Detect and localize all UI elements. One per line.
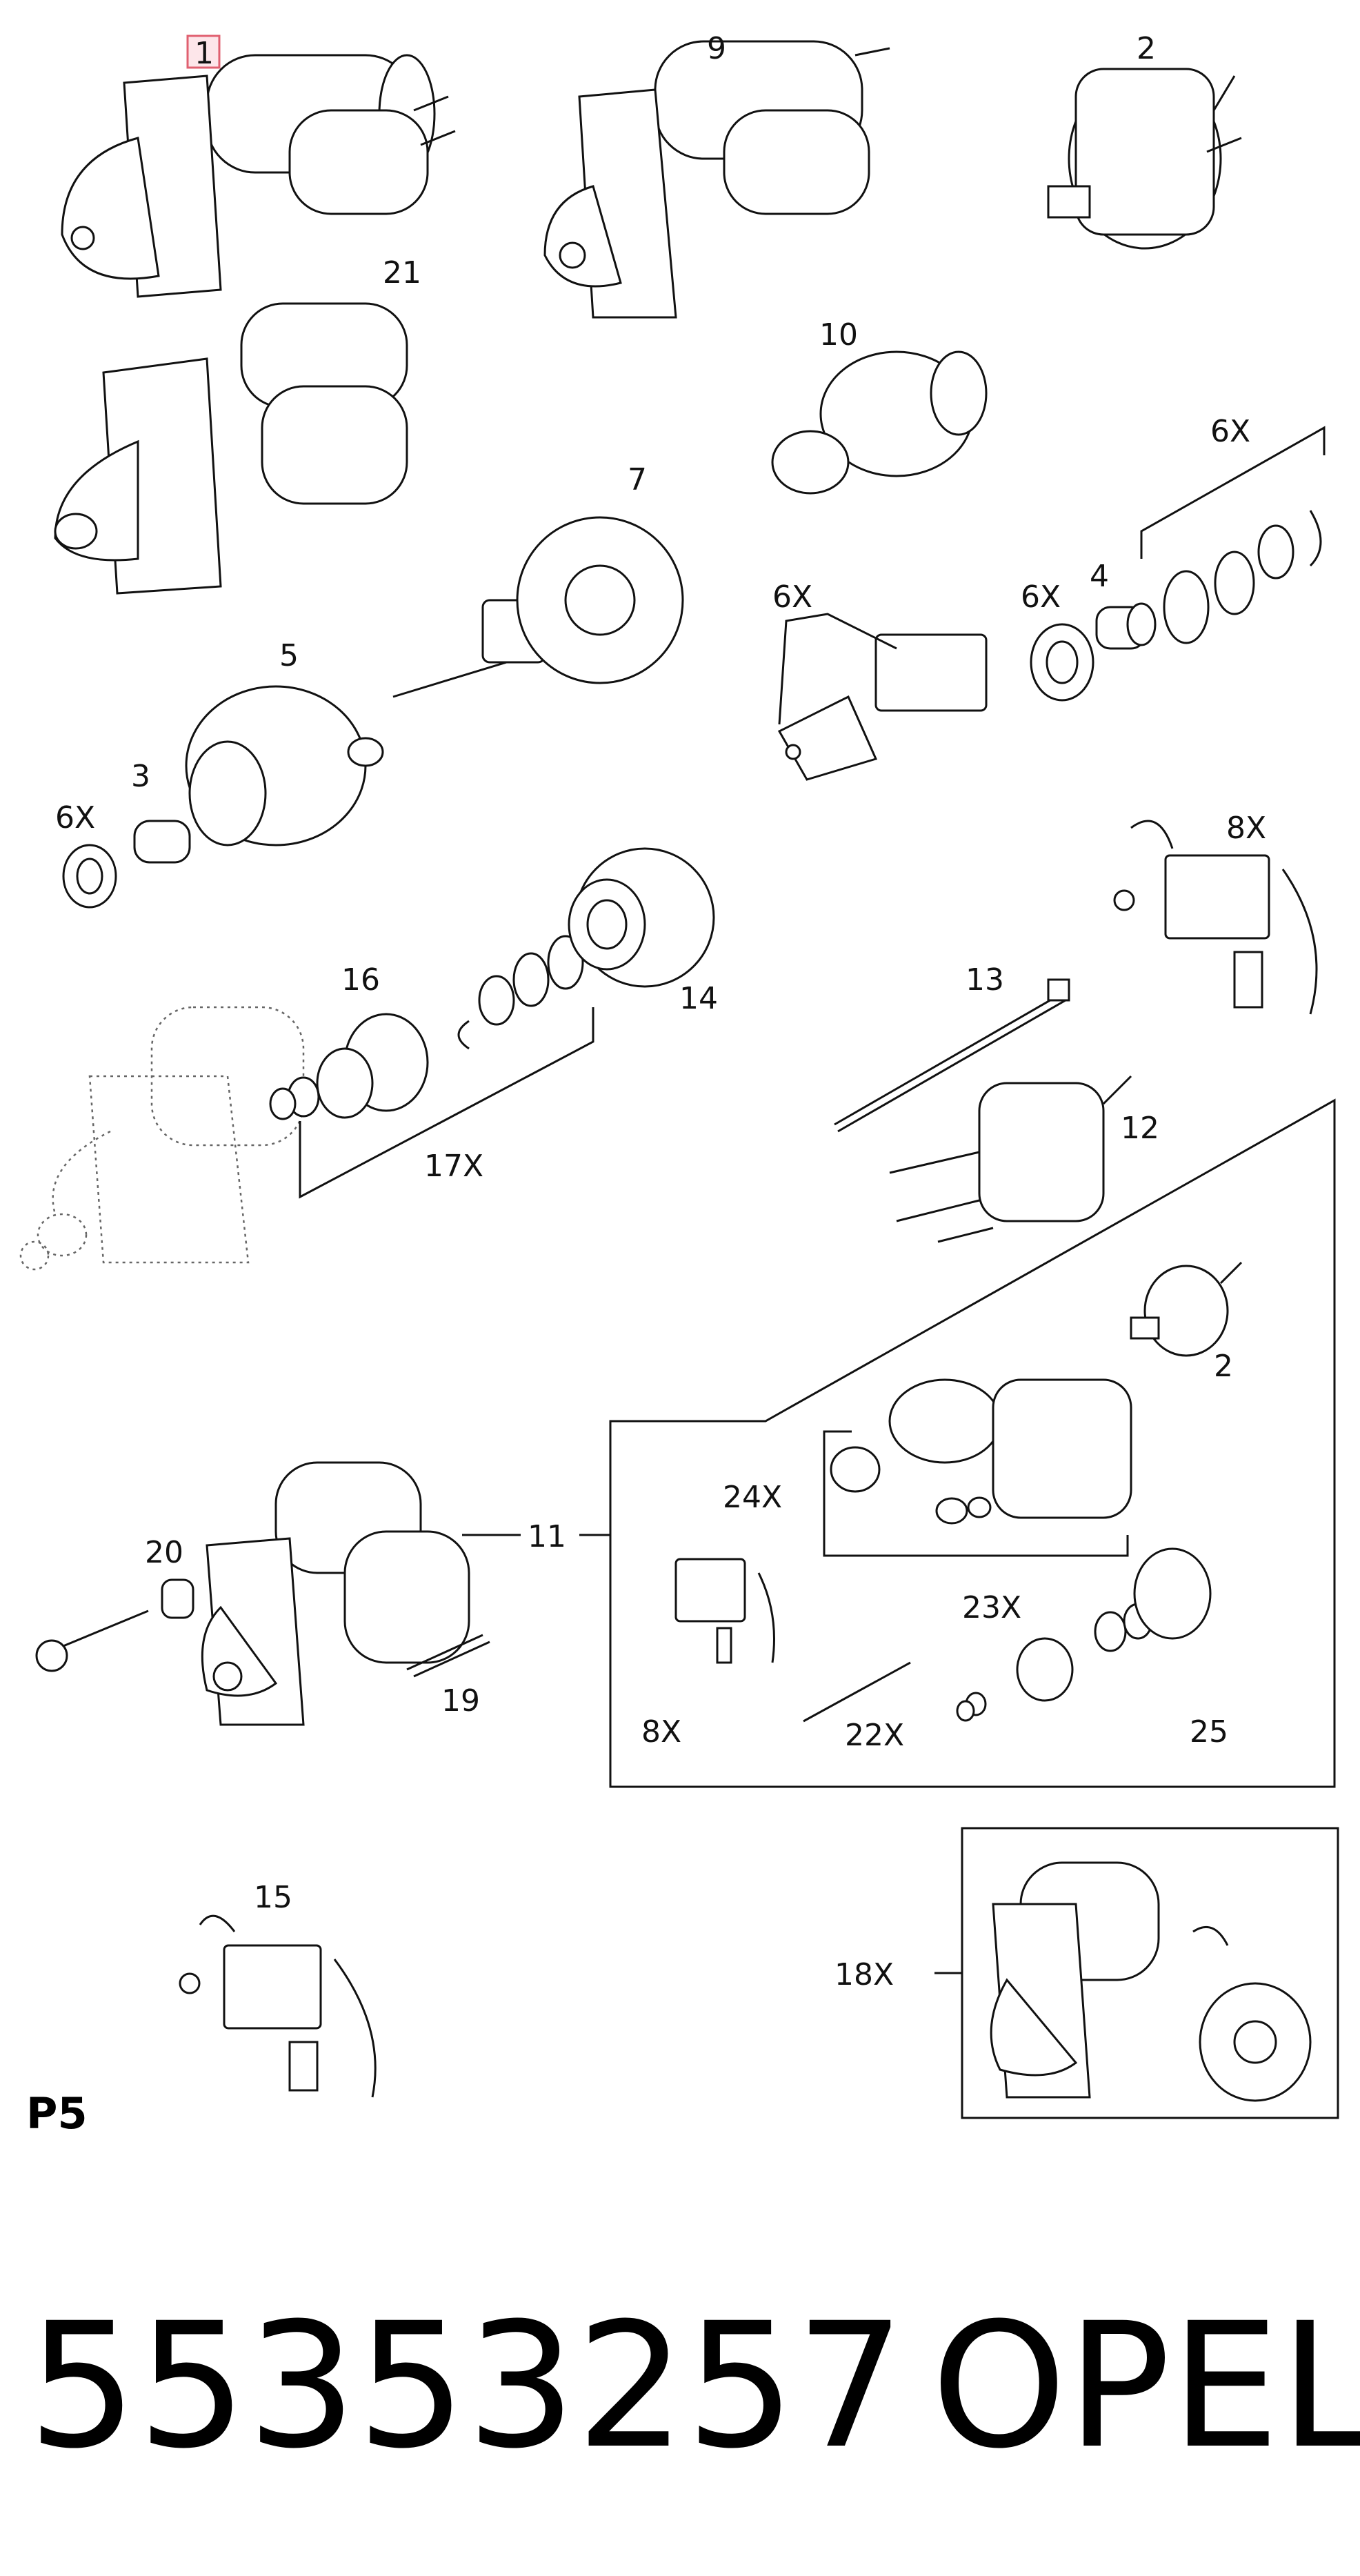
part-7-armature[interactable] [392,516,684,698]
part-6x-brush[interactable] [777,633,988,781]
callout-2b: 2 [1214,1349,1233,1384]
callout-8x-a: 8X [1226,811,1266,846]
callout-21: 21 [383,255,421,290]
part-6x-ring-b[interactable] [1030,623,1094,702]
part-9-starter[interactable] [543,40,890,319]
part-3-bushing[interactable] [133,820,191,864]
brand-name: OPEL [931,2286,1360,2486]
part-20-bolt[interactable] [35,1578,194,1672]
callout-17x: 17X [424,1149,483,1184]
callout-18x: 18X [834,1957,894,1992]
part-8x-brush-holder-b[interactable] [674,1558,775,1664]
callout-19: 19 [441,1683,480,1718]
callout-24x: 24X [723,1480,782,1515]
part-16-pinion[interactable] [269,1013,429,1120]
callout-22x: 22X [845,1718,904,1753]
callout-9: 9 [707,31,726,66]
callout-23x: 23X [962,1590,1021,1625]
callout-7: 7 [628,462,647,497]
callout-15: 15 [254,1880,292,1915]
callout-1: 1 [194,36,214,71]
callout-11: 11 [528,1519,566,1554]
part-17x-rings[interactable] [457,935,584,1050]
part-2-solenoid-small[interactable] [1130,1261,1243,1357]
part-22x-bolt[interactable] [803,1661,911,1723]
callout-16: 16 [341,962,380,998]
part-6x-washer-d[interactable] [62,844,117,909]
part-23x-25-kit[interactable] [956,1547,1212,1722]
part-2-solenoid[interactable] [1047,68,1242,250]
callout-3: 3 [131,759,150,794]
callout-25: 25 [1190,1714,1228,1750]
bracket-17x [299,1007,594,1199]
bracket-6x-a [1140,426,1326,559]
part-15-brush-holder[interactable] [179,1914,377,2098]
callout-14: 14 [679,981,718,1016]
callout-6x-d: 6X [55,800,95,835]
callout-12: 12 [1121,1111,1159,1146]
part-12-solenoid[interactable] [889,1075,1132,1243]
callout-10: 10 [819,317,858,353]
callout-8x-b: 8X [641,1714,681,1750]
part-6x-rings[interactable] [1163,510,1322,644]
leader-6x-c [778,613,897,725]
part-11-starter[interactable] [201,1461,470,1726]
callout-13: 13 [966,962,1004,998]
part-19-stud[interactable] [406,1634,490,1678]
part-21-starter[interactable] [54,302,408,595]
callout-6x-c: 6X [772,579,812,615]
callout-5: 5 [279,638,299,673]
sheet-label: P5 [26,2088,88,2139]
part-8x-brush-holder-a[interactable] [1113,820,1318,1015]
part-1-highlight [186,34,221,69]
part-5-drive[interactable] [185,685,384,846]
part-10-pinion-drive[interactable] [771,350,988,495]
part-18x-kit[interactable] [990,1861,1312,2102]
callout-6x-b: 6X [1021,579,1061,615]
callout-6x-a: 6X [1210,414,1250,449]
callout-20: 20 [145,1535,183,1570]
part-number: 55353257 [28,2286,905,2486]
part-24x-kit[interactable] [830,1378,1132,1525]
callout-4: 4 [1090,559,1109,594]
kit-11-frame [609,1098,1336,1788]
part-13-bolt[interactable] [834,978,1070,1133]
bracket-24x [823,1430,1129,1557]
ghost-starter-outline [19,1006,305,1271]
callout-2: 2 [1137,31,1156,66]
part-14-housing[interactable] [568,847,715,988]
part-4-bushing[interactable] [1095,602,1157,650]
part-1-starter[interactable] [61,54,456,298]
